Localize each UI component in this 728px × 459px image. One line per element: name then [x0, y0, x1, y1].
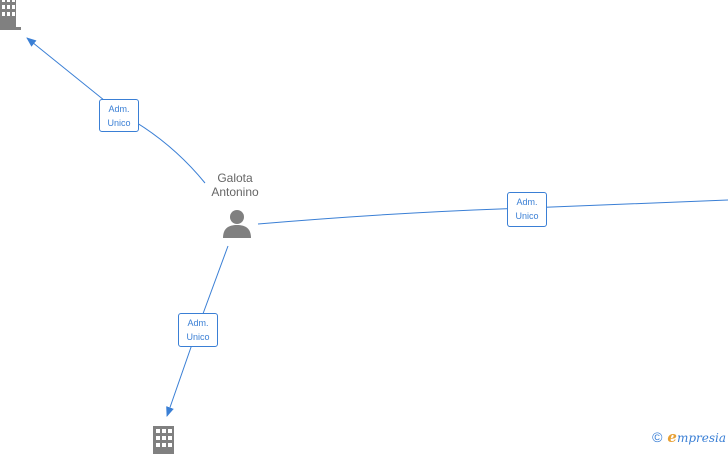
relation-label-line2: Unico	[107, 118, 131, 128]
brand-logo: empresia	[667, 428, 726, 446]
edge-to-company-right	[257, 199, 728, 225]
copyright-symbol: ©	[652, 429, 663, 445]
relation-label-line1: Adm.	[187, 318, 209, 328]
person-name-line1: Galota	[217, 171, 253, 185]
building-icon[interactable]	[0, 0, 23, 32]
person-name[interactable]: Galota Antonino	[190, 171, 280, 199]
building-icon[interactable]	[152, 426, 176, 454]
relation-label-line2: Unico	[186, 332, 210, 342]
relation-label-line1: Adm.	[108, 104, 130, 114]
brand-logo-text: mpresia	[676, 431, 726, 445]
brand-watermark: © empresia	[652, 428, 726, 446]
relation-label[interactable]: Adm. Unico	[507, 192, 547, 227]
relation-label-line2: Unico	[515, 211, 539, 221]
relation-label-line1: Adm.	[516, 197, 538, 207]
person-name-line2: Antonino	[211, 185, 259, 199]
brand-logo-initial: e	[667, 428, 677, 446]
person-icon[interactable]	[223, 209, 253, 239]
relation-label[interactable]: Adm. Unico	[178, 313, 218, 347]
relation-label[interactable]: Adm. Unico	[99, 99, 139, 132]
